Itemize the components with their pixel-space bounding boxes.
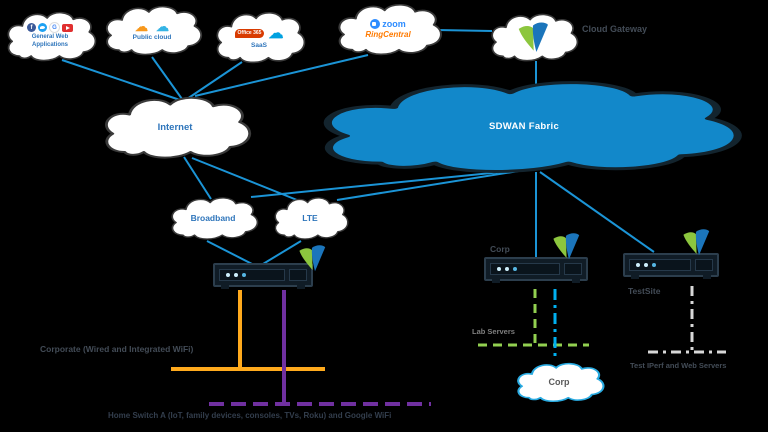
link-internet-lte: [191, 157, 298, 201]
link-lte-homerouter: [257, 240, 302, 268]
link-uc-cloudgateway: [436, 29, 493, 32]
cloud-lte: LTE: [270, 194, 350, 242]
router-port-panel: [564, 263, 582, 275]
router-port-panel: [289, 269, 307, 281]
facebook-icon: f: [27, 23, 36, 33]
corporate-lan-annotation: Corporate (Wired and Integrated WiFi): [40, 344, 194, 354]
cloud-public-label: Public cloud: [132, 33, 172, 41]
cloud-internet-label: Internet: [157, 121, 193, 133]
test-servers-annotation: Test IPerf and Web Servers: [630, 361, 727, 370]
cloud-sdwan-fabric: SDWAN Fabric: [298, 74, 750, 178]
azure-icon: ☁: [156, 18, 169, 34]
cloud-saas-label: SaaS: [251, 41, 267, 49]
cloud-gateway: [486, 10, 580, 64]
zoom-label: zoom: [382, 19, 406, 29]
router-port-panel: [695, 259, 713, 271]
aws-icon: ☁: [135, 18, 148, 34]
link-sdwan-testsiterouter: [539, 171, 655, 253]
ringcentral-label: RingCentral: [365, 30, 411, 39]
link-internet-broadband: [183, 156, 212, 200]
cloud-saas: Office 365 ☁ SaaS: [211, 8, 307, 66]
link-uc-internet: [194, 54, 369, 97]
salesforce-icon: ☁: [268, 24, 284, 42]
cloud-webapps-label: General Web Applications: [31, 34, 69, 48]
office365-icon: Office 365: [234, 28, 265, 38]
velocloud-logo-icon: [683, 229, 710, 256]
home-switch-annotation: Home Switch A (IoT, family devices, cons…: [108, 411, 392, 420]
velocloud-logo-icon: [553, 233, 580, 260]
link-saas-internet: [186, 61, 243, 100]
corp-edge-router: [484, 257, 588, 283]
link-sdwan-broadband: [250, 168, 532, 198]
testsite-router-label: TestSite: [628, 286, 661, 296]
link-publiccloud-internet: [151, 56, 183, 100]
lab-servers-annotation: Lab Servers: [472, 327, 515, 336]
cloud-internet: Internet: [96, 92, 254, 162]
cloud-lte-label: LTE: [302, 213, 318, 223]
link-broadband-homerouter: [206, 240, 259, 268]
twitter-icon: [38, 23, 47, 33]
cloud-general-web-apps: f G General Web Applications: [2, 8, 98, 64]
home-edge-router: [213, 263, 313, 289]
youtube-icon: [62, 23, 73, 32]
cloud-broadband-label: Broadband: [190, 213, 236, 223]
cloud-uc-apps: zoom RingCentral: [332, 0, 444, 58]
corp-router-label: Corp: [490, 244, 510, 254]
velocloud-logo-icon: [518, 22, 548, 52]
zoom-icon: [370, 19, 381, 29]
cloud-broadband: Broadband: [166, 194, 260, 242]
cloud-corp-label: Corp: [548, 377, 570, 387]
google-icon: G: [49, 22, 60, 34]
link-sdwan-lte: [336, 168, 532, 201]
testsite-edge-router: [623, 253, 719, 279]
cloud-sdwan-label: SDWAN Fabric: [488, 120, 560, 132]
cloud-gateway-label: Cloud Gateway: [582, 24, 648, 34]
velocloud-logo-icon: [299, 245, 326, 272]
link-webapps-internet: [61, 59, 181, 101]
cloud-corp-datacenter: Corp: [512, 360, 606, 404]
cloud-public-cloud: ☁ ☁ Public cloud: [100, 2, 204, 58]
